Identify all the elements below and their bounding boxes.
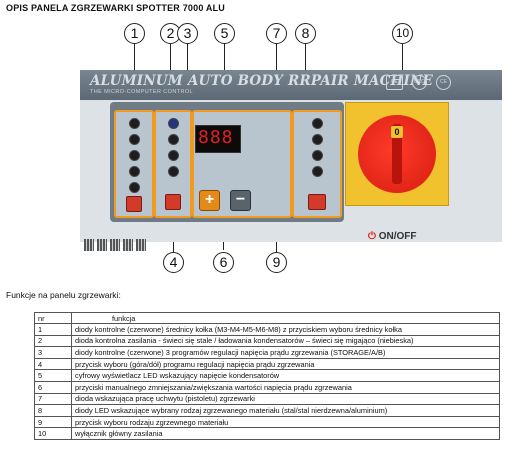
stud-led-m3 <box>129 118 140 129</box>
callout-8: 8 <box>295 23 316 44</box>
material-led-steel <box>312 134 323 145</box>
cert-mark-1: CE <box>386 75 403 90</box>
cert-mark-2: CCC <box>412 75 427 90</box>
decrease-voltage-button[interactable]: − <box>230 190 251 211</box>
program-led-storage <box>168 134 179 145</box>
banner-subtitle: THE MICRO-COMPUTER CONTROL <box>90 89 193 95</box>
row-function: diody kontrolne (czerwone) 3 programów r… <box>71 346 500 359</box>
gun-led <box>312 118 323 129</box>
row-function: diody LED wskazujące wybrany rodzaj zgrz… <box>71 404 500 417</box>
header-nr: nr <box>34 312 72 324</box>
callout-2: 2 <box>160 23 181 44</box>
program-led-a <box>168 150 179 161</box>
callout-10: 10 <box>392 23 413 44</box>
callout-1: 1 <box>124 23 145 44</box>
row-function: przycisk wyboru (góra/dół) programu regu… <box>71 357 500 371</box>
row-number: 5 <box>34 369 72 382</box>
row-function: dioda wskazująca pracę uchwytu (pistolet… <box>71 392 500 406</box>
document-title: OPIS PANELA ZGRZEWARKI SPOTTER 7000 ALU <box>6 3 225 13</box>
callout-5: 5 <box>214 23 235 44</box>
row-number: 7 <box>34 392 72 406</box>
row-function: cyfrowy wyświetlacz LED wskazujący napię… <box>71 369 500 382</box>
vent-slot <box>110 239 120 251</box>
switch-position-label: 0 <box>391 126 403 138</box>
display-digits: 888 <box>198 127 234 148</box>
material-led-aluminium <box>312 166 323 177</box>
panel-banner: ALUMINUM AUTO BODY RRPAIR MACHINE THE MI… <box>80 70 502 100</box>
callout-7: 7 <box>266 23 287 44</box>
banner-title: ALUMINUM AUTO BODY RRPAIR MACHINE <box>90 73 434 89</box>
control-area <box>110 102 344 222</box>
main-switch-dial[interactable]: 0 <box>358 115 436 193</box>
row-number: 10 <box>34 427 72 440</box>
table-caption: Funkcje na panelu zgrzewarki: <box>6 290 121 300</box>
row-number: 3 <box>34 346 72 359</box>
material-section <box>292 110 342 218</box>
material-led-stainless <box>312 150 323 161</box>
callout-9: 9 <box>266 252 287 273</box>
row-number: 1 <box>34 323 72 336</box>
row-number: 8 <box>34 404 72 417</box>
onoff-text: ON/OFF <box>378 231 417 242</box>
row-number: 2 <box>34 334 72 348</box>
table-header-row: nr funkcja <box>34 312 500 324</box>
machine-panel: ALUMINUM AUTO BODY RRPAIR MACHINE THE MI… <box>80 70 502 242</box>
cert-mark-3: CE <box>436 75 451 90</box>
power-program-section <box>154 110 192 218</box>
main-switch-housing: 0 <box>345 102 449 206</box>
voltage-display: 888 <box>195 125 241 153</box>
row-function: przycisk wyboru rodzaju zgrzewnego mater… <box>71 415 500 429</box>
onoff-label: ⏻ ON/OFF <box>368 231 416 242</box>
power-led <box>168 118 179 129</box>
main-switch-knob[interactable] <box>392 124 402 184</box>
vent-slot <box>97 239 107 251</box>
vent-slot <box>84 239 94 251</box>
stud-led-m8 <box>129 182 140 193</box>
stud-led-m4 <box>129 134 140 145</box>
stud-diameter-section <box>114 110 154 218</box>
callout-6: 6 <box>213 252 234 273</box>
program-select-button[interactable] <box>165 194 181 210</box>
stud-select-button[interactable] <box>126 196 142 212</box>
row-function: przyciski manualnego zmniejszania/zwięks… <box>71 380 500 394</box>
callout-3: 3 <box>177 23 198 44</box>
row-function: wyłącznik główny zasilania <box>71 427 500 440</box>
row-number: 6 <box>34 380 72 394</box>
program-led-b <box>168 166 179 177</box>
header-function: funkcja <box>71 312 500 324</box>
increase-voltage-button[interactable]: + <box>199 190 220 211</box>
row-number: 4 <box>34 357 72 371</box>
power-icon: ⏻ <box>368 231 376 242</box>
stud-led-m5 <box>129 150 140 161</box>
callout-4: 4 <box>163 252 184 273</box>
row-function: dioda kontrolna zasilania - świeci się s… <box>71 334 500 348</box>
material-select-button[interactable] <box>308 194 326 210</box>
vent-slot <box>136 239 146 251</box>
row-number: 9 <box>34 415 72 429</box>
row-function: diody kontrolne (czerwone) średnicy kołk… <box>71 323 500 336</box>
vent-slot <box>123 239 133 251</box>
stud-led-m6 <box>129 166 140 177</box>
